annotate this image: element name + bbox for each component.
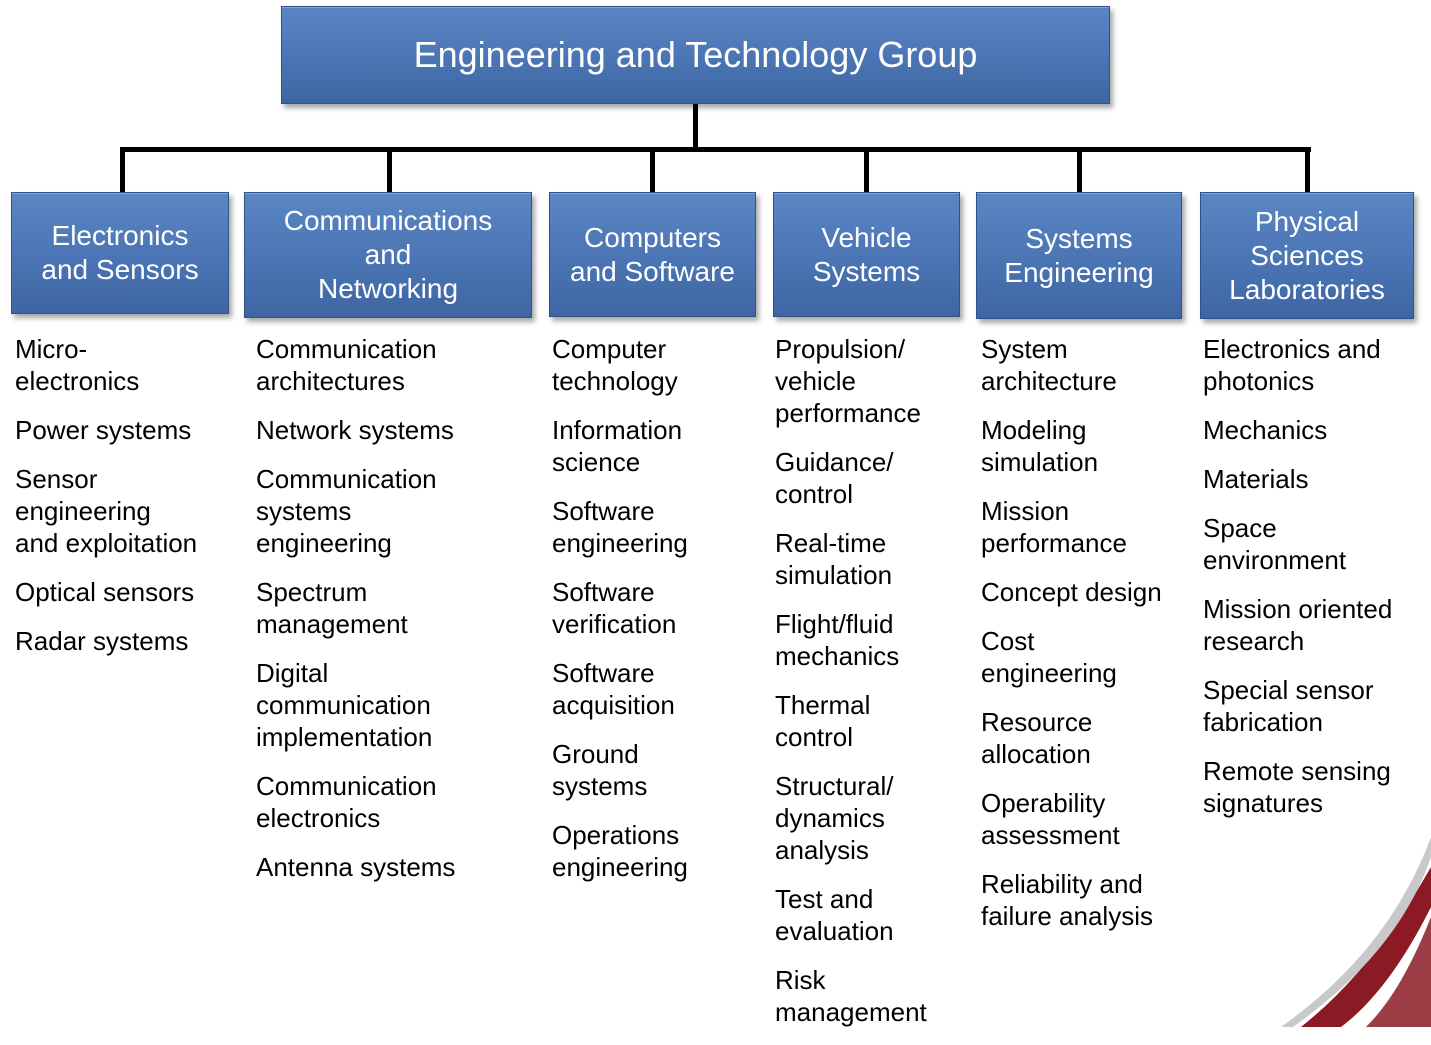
list-item: Modeling simulation	[981, 415, 1099, 477]
item-list-electronics: Micro- electronics Power systems Sensor …	[15, 333, 240, 674]
list-item: Communication electronics	[256, 771, 437, 833]
category-box-physical: Physical Sciences Laboratories	[1200, 192, 1414, 319]
list-item: Micro- electronics	[15, 334, 140, 396]
category-label: Communications and Networking	[283, 205, 493, 304]
list-item: Information science	[552, 415, 683, 477]
list-item: Space environment	[1203, 513, 1347, 575]
list-item: Communication systems engineering	[256, 464, 437, 558]
category-box-systems: Systems Engineering	[976, 192, 1182, 319]
list-item: Network systems	[256, 415, 454, 445]
category-label: Electronics and Sensors	[41, 220, 199, 285]
list-item: Antenna systems	[256, 852, 456, 882]
list-item: Remote sensing signatures	[1203, 756, 1391, 818]
list-item: Materials	[1203, 464, 1309, 494]
list-item: Guidance/ control	[775, 447, 894, 509]
category-label: Computers and Software	[570, 221, 735, 287]
root-node: Engineering and Technology Group	[281, 6, 1110, 104]
branch-connector-vehicle	[864, 147, 869, 192]
list-item: Ground systems	[552, 739, 648, 801]
branch-connector-electronics	[120, 147, 125, 192]
item-list-physical: Electronics and photonics Mechanics Mate…	[1203, 333, 1429, 836]
category-box-electronics: Electronics and Sensors	[11, 192, 229, 314]
list-item: Thermal control	[775, 690, 871, 752]
branch-connector-computers	[650, 147, 655, 192]
corner-swoosh-decoration	[1281, 837, 1431, 1027]
list-item: Radar systems	[15, 626, 189, 656]
list-item: Concept design	[981, 577, 1162, 607]
list-item: Software engineering	[552, 496, 688, 558]
list-item: Special sensor fabrication	[1203, 675, 1374, 737]
list-item: Resource allocation	[981, 707, 1093, 769]
list-item: Mission performance	[981, 496, 1127, 558]
item-list-communications: Communication architectures Network syst…	[256, 333, 536, 900]
category-label: Systems Engineering	[1004, 222, 1154, 288]
category-box-communications: Communications and Networking	[244, 192, 532, 318]
list-item: Flight/fluid mechanics	[775, 609, 900, 671]
branch-connector-systems	[1077, 147, 1082, 192]
list-item: Operations engineering	[552, 820, 688, 882]
list-item: Optical sensors	[15, 577, 195, 607]
list-item: Software verification	[552, 577, 677, 639]
list-item: Cost engineering	[981, 626, 1117, 688]
list-item: Reliability and failure analysis	[981, 869, 1153, 931]
horizontal-bus-connector	[120, 147, 1311, 152]
list-item: Communication architectures	[256, 334, 437, 396]
branch-connector-physical	[1305, 147, 1310, 192]
list-item: Structural/ dynamics analysis	[775, 771, 894, 865]
list-item: Spectrum management	[256, 577, 408, 639]
list-item: Computer technology	[552, 334, 678, 396]
item-list-computers: Computer technology Information science …	[552, 333, 762, 900]
item-list-vehicle: Propulsion/ vehicle performance Guidance…	[775, 333, 970, 1045]
category-box-computers: Computers and Software	[549, 192, 756, 317]
list-item: Electronics and photonics	[1203, 334, 1381, 396]
list-item: Sensor engineering and exploitation	[15, 464, 198, 558]
root-node-label: Engineering and Technology Group	[413, 34, 978, 75]
list-item: Mechanics	[1203, 415, 1328, 445]
list-item: Operability assessment	[981, 788, 1120, 850]
category-box-vehicle: Vehicle Systems	[773, 192, 960, 317]
list-item: Real-time simulation	[775, 528, 893, 590]
list-item: Software acquisition	[552, 658, 675, 720]
list-item: Test and evaluation	[775, 884, 894, 946]
category-label: Physical Sciences Laboratories	[1229, 205, 1385, 305]
branch-connector-communications	[387, 147, 392, 192]
item-list-systems: System architecture Modeling simulation …	[981, 333, 1196, 949]
category-label: Vehicle Systems	[812, 221, 921, 287]
list-item: Propulsion/ vehicle performance	[775, 334, 921, 428]
list-item: Power systems	[15, 415, 192, 445]
list-item: System architecture	[981, 334, 1117, 396]
list-item: Risk management	[775, 965, 927, 1027]
root-stem-connector	[693, 104, 698, 150]
list-item: Mission oriented research	[1203, 594, 1393, 656]
list-item: Digital communication implementation	[256, 658, 433, 752]
